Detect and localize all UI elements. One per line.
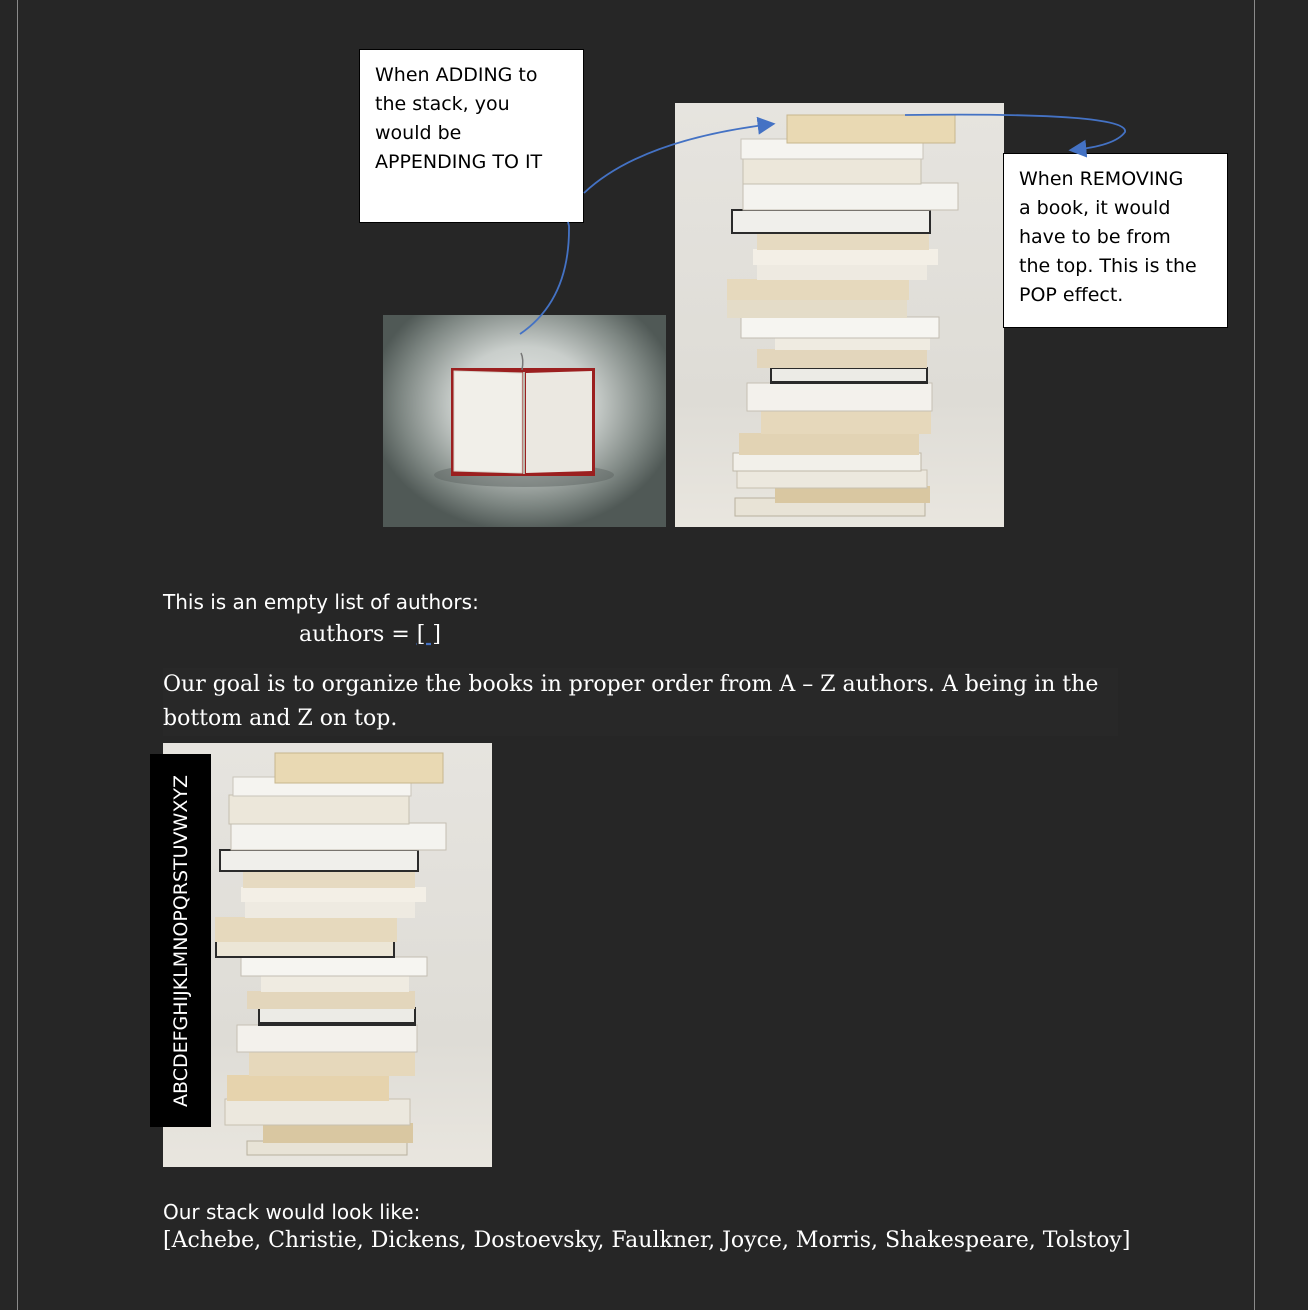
empty-list-intro: This is an empty list of authors: (163, 590, 479, 614)
authors-assignment: authors = [ ] (299, 622, 441, 647)
callout-adding: When ADDING to the stack, you would be A… (359, 49, 584, 223)
authors-assignment-prefix: authors = (299, 622, 417, 647)
callout-removing: When REMOVING a book, it would have to b… (1003, 153, 1228, 328)
alphabet-band: ABCDEFGHIJKLMNOPQRSTUVWXYZ (150, 754, 211, 1127)
stack-list: [Achebe, Christie, Dickens, Dostoevsky, … (163, 1228, 1131, 1253)
alphabet-label: ABCDEFGHIJKLMNOPQRSTUVWXYZ (169, 774, 192, 1107)
book-stack-illustration (727, 114, 959, 517)
book-stack-photo-top[interactable] (675, 103, 1004, 527)
stack-label: Our stack would look like: (163, 1200, 421, 1224)
book-stack-photo-bottom[interactable] (163, 743, 492, 1167)
goal-paragraph: Our goal is to organize the books in pro… (163, 668, 1118, 736)
open-book-illustration (434, 352, 614, 487)
open-book-photo[interactable] (383, 315, 666, 527)
book-stack-illustration (215, 752, 447, 1156)
page-margin-line-right (1254, 0, 1255, 1310)
authors-empty-list[interactable]: [ ] (416, 622, 441, 647)
page-margin-line-left (17, 0, 18, 1310)
